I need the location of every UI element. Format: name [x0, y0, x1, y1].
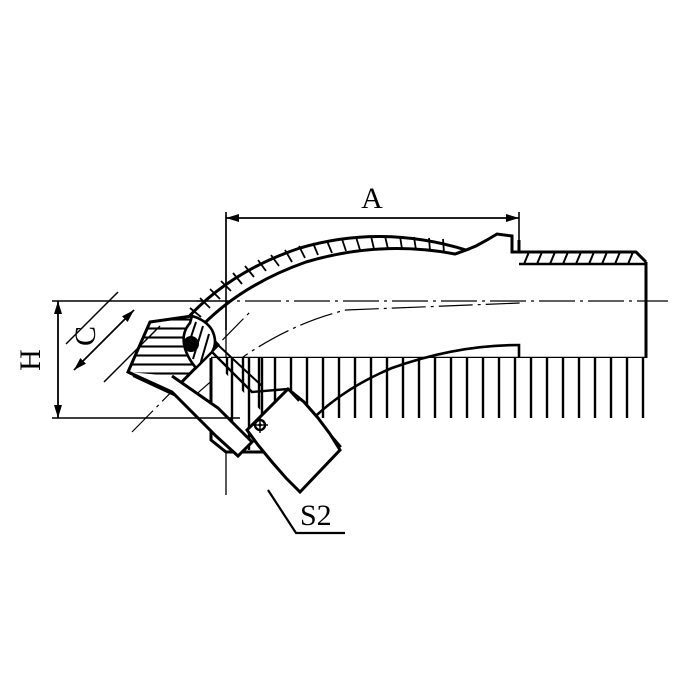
dim-s2-leader — [267, 489, 345, 535]
dim-s2-label: S2 — [300, 499, 332, 532]
weld-mark-icon — [252, 417, 268, 433]
seat-skirt-inner — [132, 375, 221, 441]
dimension-c: C — [65, 291, 161, 383]
center-lines — [131, 215, 668, 495]
dim-c-line — [73, 309, 135, 371]
hex-chamfer-bottom — [329, 433, 342, 448]
drawing-geometry: A H C S2 — [14, 182, 668, 535]
dimension-s2: S2 — [267, 489, 345, 535]
sealing-point-marker — [183, 336, 199, 352]
seat-to-nut-edge — [211, 351, 289, 394]
axis-diagonal-45 — [131, 311, 251, 433]
hex-nut-edge — [246, 429, 301, 493]
seat-upper-edge — [217, 344, 263, 387]
axis-bend-arc — [184, 302, 521, 406]
barb-step-profile — [454, 232, 521, 256]
dim-c-label: C — [69, 326, 102, 346]
crimp-collar-band — [181, 235, 471, 335]
hex-chamfer-top — [287, 388, 300, 402]
dimension-h: H — [14, 300, 240, 419]
barb-top-edge — [519, 250, 648, 264]
dim-h-label: H — [14, 349, 47, 371]
elbow-bend-body — [180, 235, 521, 495]
seat-nose-bead — [182, 314, 217, 370]
dimension-a: A — [225, 182, 520, 330]
seat-skirt — [127, 370, 255, 459]
dim-a-label: A — [361, 182, 383, 215]
barb-teeth-upper — [523, 251, 634, 265]
